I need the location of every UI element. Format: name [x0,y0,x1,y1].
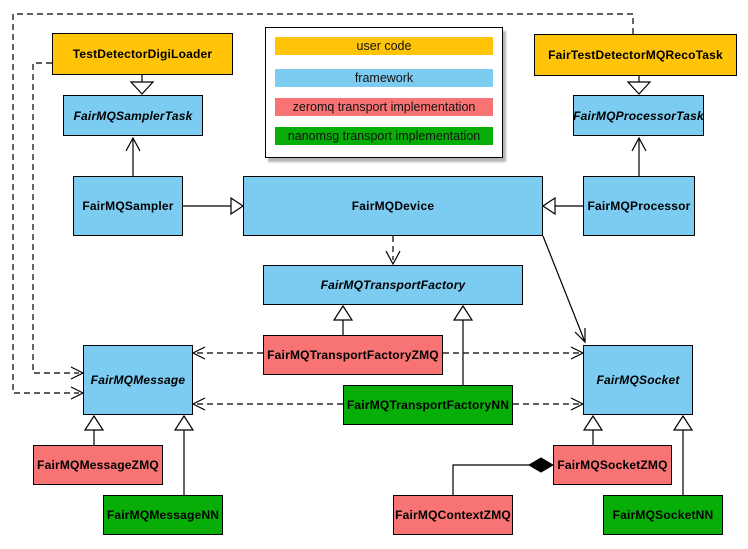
legend-label: framework [354,71,414,85]
node-fairmq-processor-task: FairMQProcessorTask [573,95,704,136]
node-fairmq-sampler-task: FairMQSamplerTask [63,95,203,136]
class-name: FairMQContextZMQ [395,508,511,522]
class-name: FairMQMessageZMQ [37,458,159,472]
class-name: FairMQMessage [90,373,186,387]
edge-tfnn-depends-message [191,397,343,411]
class-name: FairMQDevice [351,199,435,213]
class-name: FairMQSampler [82,199,174,213]
class-name: FairMQMessageNN [106,508,220,522]
class-name: FairMQTransportFactoryNN [346,398,510,412]
node-fairmq-transport-factory-zmq: FairMQTransportFactoryZMQ [263,335,443,375]
legend-label: nanomsg transport implementation [287,129,481,143]
node-fairmq-device: FairMQDevice [243,176,543,236]
node-fairmq-transport-factory: FairMQTransportFactory [263,265,523,305]
edge-sampler-uses-samplertask [125,136,141,176]
class-name: FairMQProcessorTask [573,108,704,123]
edge-tfnn-inherits-transportfactory [452,304,474,385]
class-name: FairMQSocket [596,373,680,387]
node-fairmq-socket-nn: FairMQSocketNN [603,495,723,535]
node-fairmq-context-zmq: FairMQContextZMQ [393,495,513,535]
legend-label: zeromq transport implementation [292,100,476,114]
class-name: FairMQSamplerTask [73,108,193,123]
class-name: FairMQSocketNN [612,508,714,522]
edge-socketzmq-composes-contextzmq [452,457,554,495]
class-name: TestDetectorDigiLoader [72,47,213,61]
legend-item-nanomsg: nanomsg transport implementation [275,127,493,145]
edge-socketnn-inherits-socket [672,414,694,495]
edge-socketzmq-inherits-socket [582,414,604,445]
edge-messagezmq-inherits-message [83,414,105,445]
class-name: FairMQProcessor [587,199,691,213]
edge-tfzmq-depends-socket [443,346,585,360]
edge-processor-uses-processortask [631,136,647,176]
edge-tfzmq-inherits-transportfactory [332,304,354,335]
edge-processor-inherits-device [541,196,583,216]
node-fairmq-processor: FairMQProcessor [583,176,695,236]
legend-item-zeromq: zeromq transport implementation [275,98,493,116]
node-fairmq-sampler: FairMQSampler [73,176,183,236]
edge-digiloader-inherits-samplertask [129,75,155,95]
legend-box: user code framework zeromq transport imp… [265,27,503,158]
node-test-detector-digi-loader: TestDetectorDigiLoader [52,33,233,75]
class-name: FairMQTransportFactory [320,278,466,292]
edge-recotask-inherits-processortask [626,76,652,95]
node-fairmq-message: FairMQMessage [83,345,193,415]
edge-device-uses-socket [542,235,586,344]
edge-tfnn-depends-socket [513,397,585,411]
edge-device-depends-transportfactory [385,236,401,266]
node-fairmq-transport-factory-nn: FairMQTransportFactoryNN [343,385,513,425]
node-fairmq-socket-zmq: FairMQSocketZMQ [553,445,672,485]
class-name: FairTestDetectorMQRecoTask [548,48,723,62]
edge-sampler-inherits-device [183,196,245,216]
node-fair-test-detector-mq-reco-task: FairTestDetectorMQRecoTask [534,34,737,76]
edge-tfzmq-depends-message [191,346,263,360]
legend-item-framework: framework [275,69,493,87]
class-name: FairMQTransportFactoryZMQ [267,348,439,362]
node-fairmq-message-zmq: FairMQMessageZMQ [33,445,163,485]
legend-label: user code [356,39,412,53]
node-fairmq-socket: FairMQSocket [583,345,693,415]
node-fairmq-message-nn: FairMQMessageNN [103,495,223,535]
edge-messagenn-inherits-message [173,414,195,495]
legend-item-user-code: user code [275,37,493,55]
class-name: FairMQSocketZMQ [557,458,668,472]
